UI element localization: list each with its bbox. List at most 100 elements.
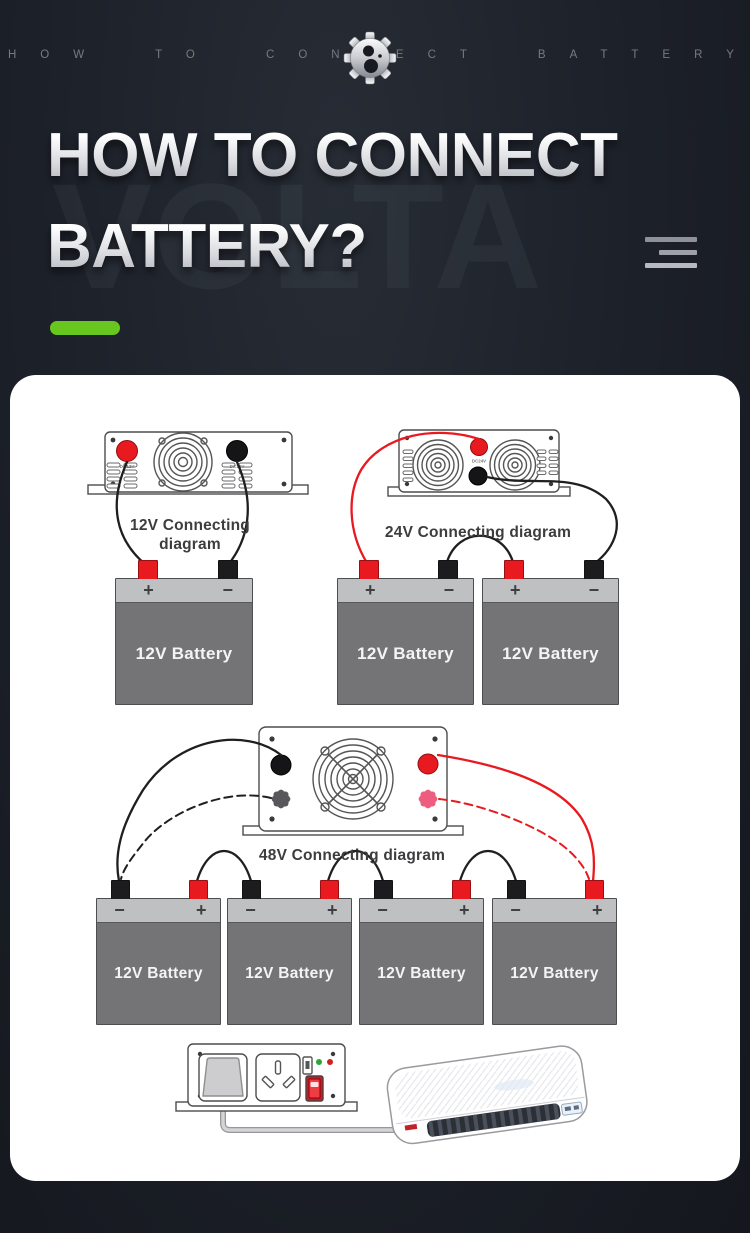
wire-12v-positive [115,460,148,567]
inverter-12v: DC12V DC12V [87,431,309,495]
fan-icon [153,432,213,492]
battery-negative-terminal [242,880,261,900]
port-label: DC24V [472,459,486,464]
led-red [327,1059,333,1065]
polarity-sign: + [195,900,207,920]
battery-12v: − + 12V Battery [96,880,221,1025]
polarity-sign: − [510,900,521,920]
battery-label: 12V Battery [114,964,203,982]
wire-48v-jumper [195,850,253,883]
caption-48v: 48V Connecting diagram [258,847,446,864]
battery-12v: + − 12V Battery [115,560,253,705]
battery-12v: + − 12V Battery [337,560,474,705]
polarity-sign: + [143,580,154,600]
battery-label: 12V Battery [357,643,454,663]
battery-positive-terminal [320,880,339,900]
battery-positive-terminal [359,560,379,580]
vent-slots [106,462,253,489]
battery-negative-terminal [584,560,604,580]
led-green [316,1059,322,1065]
wire-24v-jumper [445,534,515,564]
wires [115,431,618,883]
inverter-24v: DC24V [387,429,571,497]
battery-label: 12V Battery [245,964,334,982]
title-line-2: BATTERY? [47,201,618,292]
battery-12v: + − 12V Battery [482,560,619,705]
battery-label: 12V Battery [510,964,599,982]
battery-12v: − + 12V Battery [359,880,484,1025]
polarity-sign: − [588,580,600,600]
battery-positive-terminal [452,880,471,900]
dc-negative-terminal [468,466,488,486]
polarity-sign: + [458,900,470,920]
page-title: HOW TO CONNECT BATTERY? [47,110,618,292]
menu-icon [645,237,697,242]
outlet-socket [255,1053,301,1102]
battery-negative-terminal [438,560,458,580]
inverter-front-panel [175,1043,358,1112]
battery-positive-terminal [504,560,524,580]
wire-24v-positive [350,431,481,565]
diagram-card: DC12V DC12V [10,375,740,1181]
wire-48v-jumper [326,850,385,883]
dc-positive-terminal [470,438,488,456]
title-line-1: HOW TO CONNECT [47,110,618,201]
polarity-sign: + [510,580,521,600]
polarity-sign: + [365,580,376,600]
cable [220,1096,405,1133]
battery-top-strip: − + [360,899,483,923]
watermark-text: VOLTA [52,150,543,323]
caption-24v: 24V Connecting diagram [384,524,572,541]
polarity-sign: − [443,580,455,600]
caption-line: 12V Connecting [130,517,250,534]
wire-48v-positive-dashed [438,798,590,880]
battery-negative-terminal [507,880,526,900]
air-conditioner [386,1045,588,1145]
accent-underline [50,321,120,335]
battery-label: 12V Battery [502,643,599,663]
wire-24v-negative [485,475,618,566]
aux-terminal-pink [418,789,438,809]
port-label: DC12V [120,464,136,469]
wire-48v-negative-solid [116,738,283,883]
polarity-sign: − [377,900,388,920]
dc-positive-terminal [417,753,439,775]
battery-top-strip: + − [116,579,252,603]
diagram-graphics: DC12V DC12V [87,429,618,1145]
battery-positive-terminal [585,880,604,900]
polarity-sign: + [326,900,338,920]
menu-icon [659,250,697,255]
menu-button[interactable] [645,237,697,270]
wire-48v-positive-solid [436,753,596,883]
ac-display [560,1101,583,1116]
power-switch [305,1075,324,1102]
dc-negative-terminal [270,754,292,776]
battery-top-strip: + − [338,579,473,603]
wire-12v-negative [226,460,249,567]
menu-icon [645,263,697,268]
polarity-sign: − [114,900,125,920]
battery-positive-terminal [189,880,208,900]
aux-terminal-gray [271,789,291,809]
battery-top-strip: − + [493,899,616,923]
battery-label: 12V Battery [377,964,466,982]
gear-icon [343,31,397,85]
caption-line: diagram [159,536,221,553]
battery-negative-terminal [374,880,393,900]
wire-48v-negative-dashed [120,794,272,880]
battery-12v: − + 12V Battery [492,880,617,1025]
battery-positive-terminal [138,560,158,580]
port-label: DC12V [230,464,246,469]
inverter-48v [242,726,464,836]
polarity-sign: − [222,580,233,600]
battery-top-strip: + − [483,579,618,603]
power-plug [202,1057,244,1097]
battery-label: 12V Battery [135,643,233,663]
dc-positive-terminal [116,440,138,462]
battery-negative-terminal [111,880,130,900]
polarity-sign: + [591,900,603,920]
ac-logo [404,1123,418,1131]
dc-negative-terminal [226,440,248,462]
fan-icon [312,738,394,820]
